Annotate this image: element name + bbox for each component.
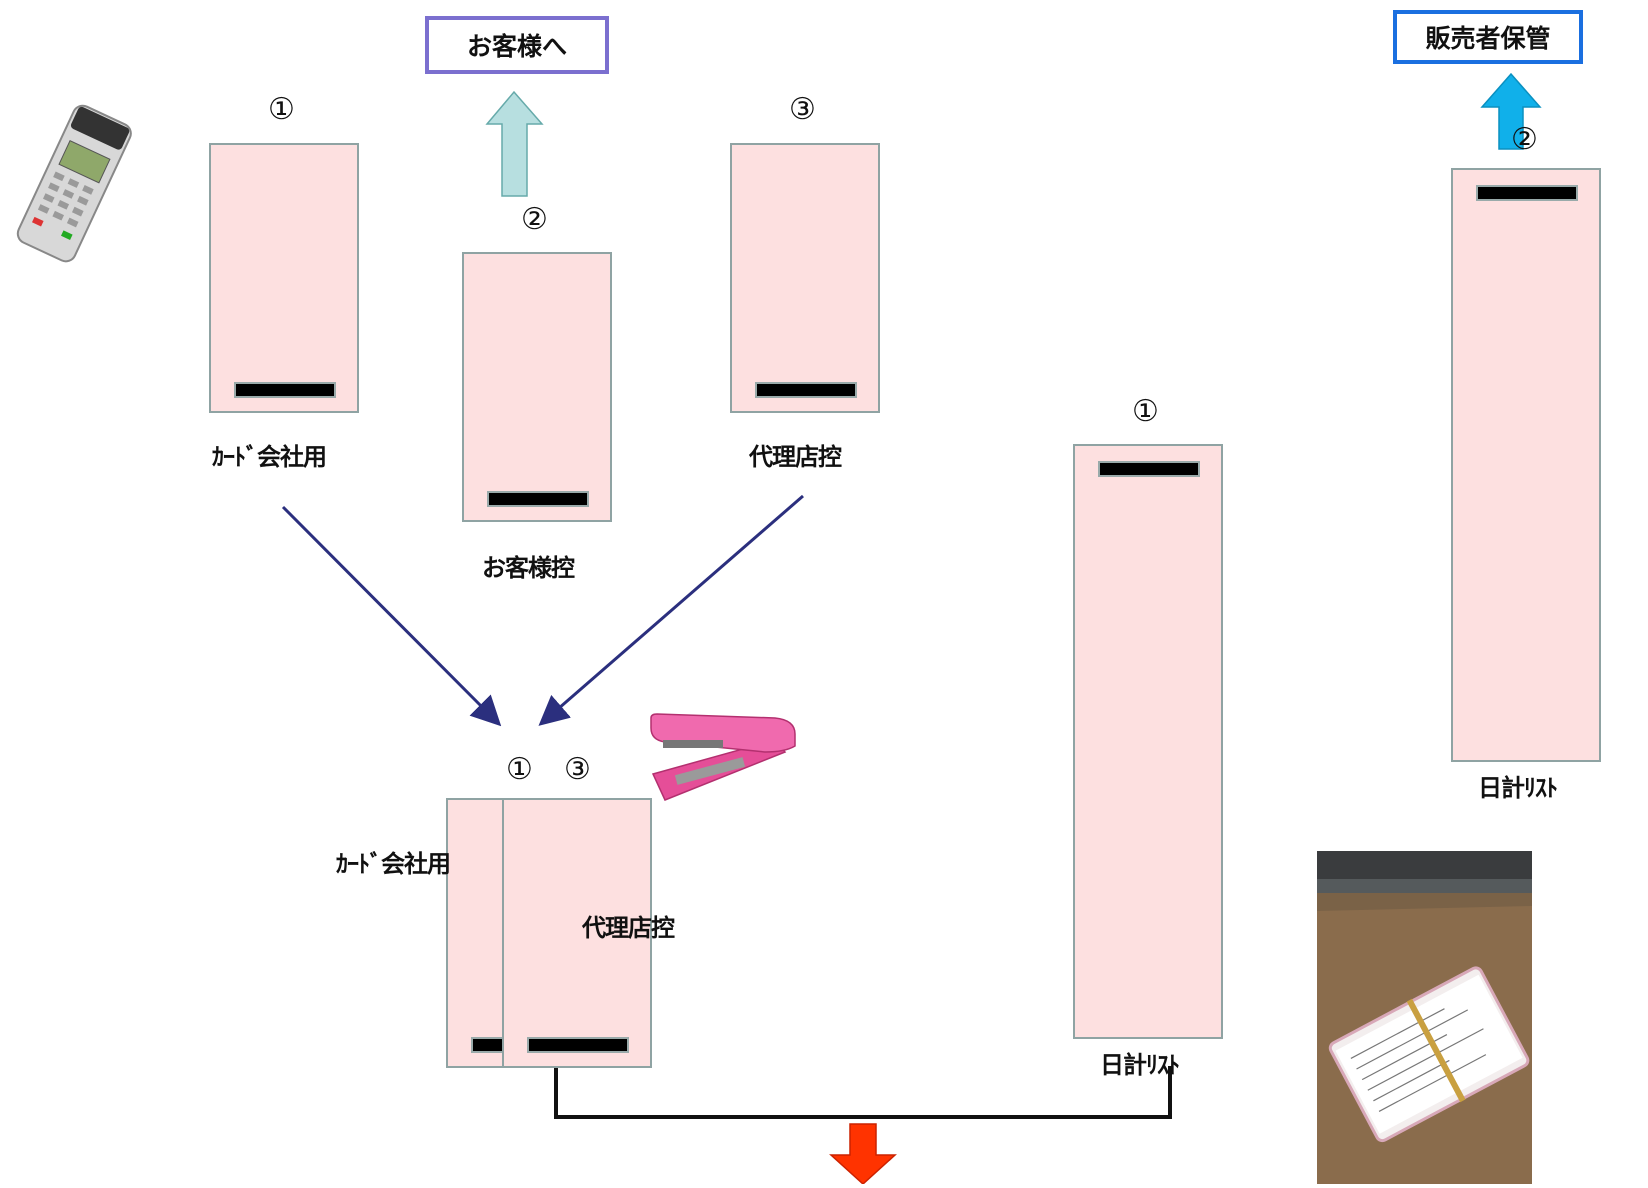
slip-card-number: ①	[268, 92, 295, 127]
stapled-number-3: ③	[564, 752, 591, 787]
to-customer-label: お客様へ	[466, 32, 567, 61]
slip-agency-bar	[755, 382, 857, 398]
slip-agency	[730, 143, 880, 413]
arrow-agency-to-stapled	[538, 494, 804, 726]
slip-card-bar	[234, 382, 336, 398]
stapled-number-1: ①	[506, 752, 533, 787]
arrow-to-customer	[485, 90, 544, 197]
daily2-number: ②	[1511, 122, 1538, 157]
daily2-bar	[1476, 185, 1578, 201]
slip-customer-bar	[487, 491, 589, 507]
daily1-number: ①	[1132, 394, 1159, 429]
daily2-slip	[1451, 168, 1601, 762]
slip-agency-label: 代理店控	[749, 443, 842, 471]
daily1-label: 日計ﾘｽﾄ	[1100, 1051, 1180, 1079]
slip-customer-number: ②	[521, 202, 548, 237]
daily2-label: 日計ﾘｽﾄ	[1478, 774, 1558, 802]
stapled-label-card: ｶｰﾄﾞ会社用	[336, 850, 451, 878]
seller-keep-label: 販売者保管	[1425, 24, 1551, 53]
stapled-slip-agency	[502, 798, 652, 1068]
daily1-slip	[1073, 444, 1223, 1039]
slip-card	[209, 143, 359, 413]
stapled-label-agency: 代理店控	[582, 914, 675, 942]
receipt-bundle-photo	[1317, 851, 1532, 1184]
slip-customer	[462, 252, 612, 522]
slip-agency-number: ③	[789, 92, 816, 127]
stapled-slip-agency-bar	[527, 1037, 629, 1053]
daily1-bar	[1098, 461, 1200, 477]
card-terminal-icon	[8, 98, 138, 270]
stapler-icon	[645, 712, 800, 807]
slip-customer-label: お客様控	[482, 554, 575, 582]
to-customer-box: お客様へ	[425, 16, 609, 74]
arrow-down-red	[829, 1123, 897, 1184]
seller-keep-box: 販売者保管	[1393, 10, 1583, 64]
slip-card-label: ｶｰﾄﾞ会社用	[212, 443, 327, 471]
join-bracket	[554, 1066, 1172, 1119]
arrow-card-to-stapled	[281, 505, 502, 727]
arrow-to-seller	[1480, 72, 1542, 150]
